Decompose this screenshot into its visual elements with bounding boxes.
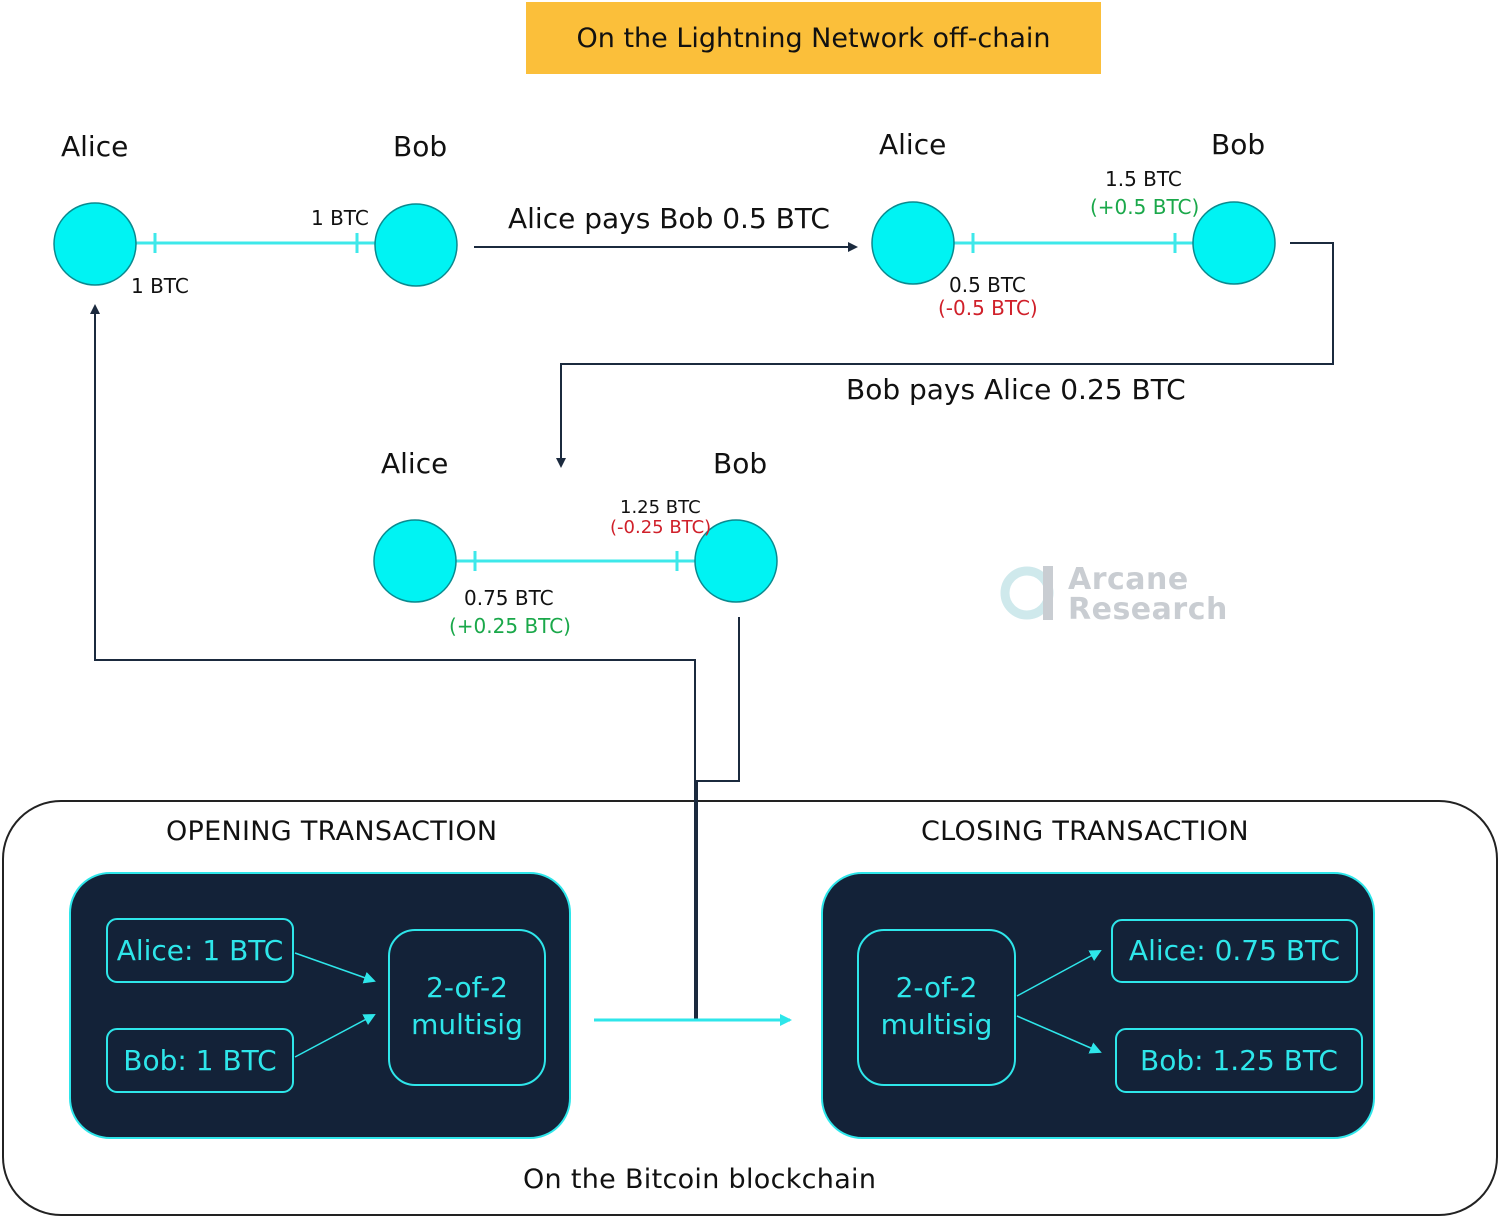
- action-alice-pays-bob: Alice pays Bob 0.5 BTC: [508, 202, 830, 235]
- closing-multisig-box: [857, 929, 1016, 1086]
- closing-output-bob-box: [1115, 1028, 1363, 1093]
- closing-panel: [821, 872, 1375, 1139]
- blockchain-footer: On the Bitcoin blockchain: [523, 1164, 877, 1195]
- opening-input-alice-box: [106, 918, 294, 983]
- bob-node-2: [1192, 201, 1276, 285]
- arrow-action-2: [556, 242, 1334, 468]
- closing-output-alice-box: [1111, 919, 1358, 983]
- state3-alice-balance: 0.75 BTC: [464, 586, 554, 610]
- closing-output-bob: Bob: 1.25 BTC: [1140, 1043, 1338, 1077]
- closing-multisig-line1: 2-of-2: [895, 971, 978, 1004]
- action-bob-pays-alice: Bob pays Alice 0.25 BTC: [846, 373, 1186, 406]
- opening-panel: [69, 872, 571, 1139]
- opening-input-alice: Alice: 1 BTC: [116, 933, 284, 967]
- watermark-line1: Arcane: [1068, 562, 1189, 597]
- channel-state-3: [373, 519, 778, 603]
- watermark-line2: Research: [1068, 592, 1228, 627]
- state1-alice-name: Alice: [61, 130, 129, 163]
- state2-alice-name: Alice: [879, 128, 947, 161]
- closing-output-alice: Alice: 0.75 BTC: [1128, 934, 1341, 967]
- opening-multisig-line1: 2-of-2: [426, 971, 508, 1004]
- opening-input-bob: Bob: 1 BTC: [123, 1043, 277, 1077]
- channel-state-2: [871, 201, 1276, 285]
- state2-alice-balance: 0.5 BTC: [949, 273, 1026, 297]
- alice-node-1: [53, 202, 137, 286]
- channel-state-1: [53, 202, 458, 287]
- state3-bob-balance: 1.25 BTC: [620, 497, 701, 518]
- bob-node-1: [374, 203, 458, 287]
- state3-bob-name: Bob: [713, 447, 768, 480]
- opening-input-bob-box: [106, 1028, 294, 1093]
- state3-bob-change: (-0.25 BTC): [610, 517, 712, 538]
- closing-multisig-line2: multisig: [880, 1008, 993, 1041]
- bob-node-3: [694, 519, 778, 603]
- alice-node-2: [871, 201, 955, 285]
- state1-bob-name: Bob: [393, 130, 448, 163]
- closing-title: CLOSING TRANSACTION: [921, 816, 1249, 847]
- state2-bob-change: (+0.5 BTC): [1090, 195, 1200, 219]
- state3-alice-change: (+0.25 BTC): [449, 614, 571, 638]
- state1-alice-balance: 1 BTC: [131, 274, 189, 298]
- state2-bob-name: Bob: [1211, 128, 1266, 161]
- arrow-open-to-channel: [90, 304, 696, 1019]
- arcane-logo-icon: [1000, 566, 1054, 620]
- line-final-to-close: [696, 617, 740, 1019]
- state3-alice-name: Alice: [381, 447, 449, 480]
- alice-node-3: [373, 519, 457, 603]
- offchain-banner: On the Lightning Network off-chain: [526, 2, 1101, 74]
- state1-bob-balance: 1 BTC: [311, 206, 369, 230]
- opening-title: OPENING TRANSACTION: [166, 816, 498, 847]
- state2-bob-balance: 1.5 BTC: [1105, 167, 1182, 191]
- opening-multisig-line2: multisig: [411, 1008, 523, 1041]
- opening-multisig-box: [388, 929, 546, 1086]
- state2-alice-change: (-0.5 BTC): [938, 296, 1038, 320]
